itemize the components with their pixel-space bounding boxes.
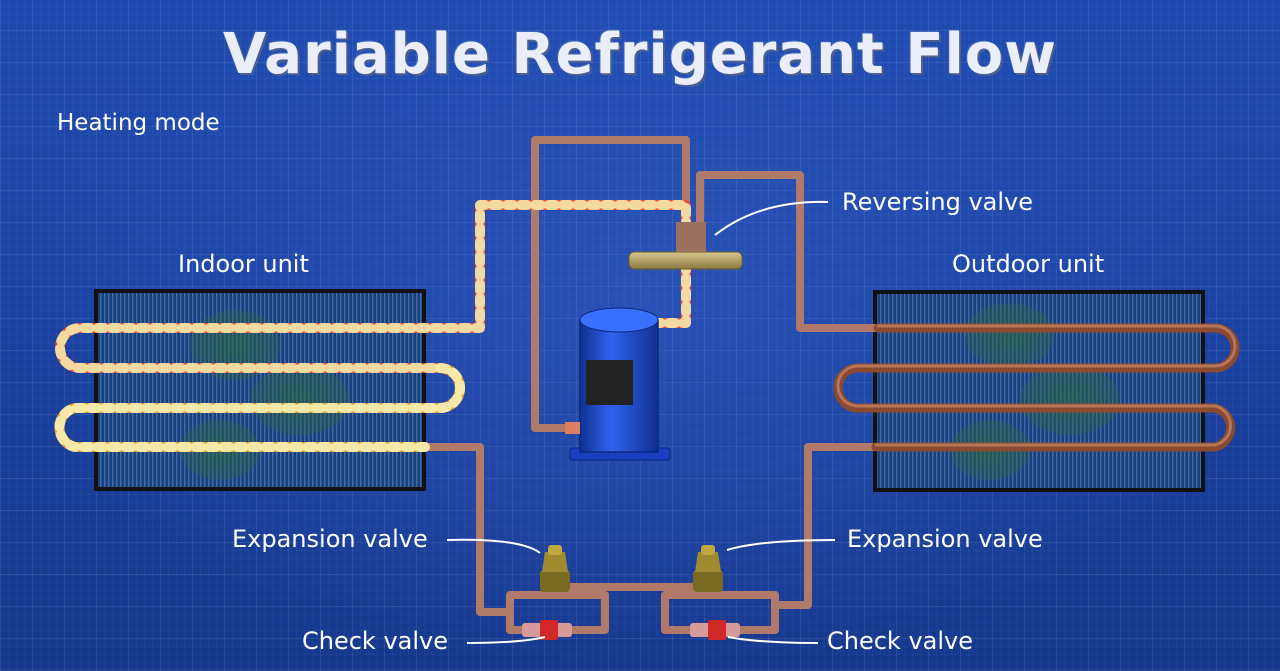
expansion-valve-right-label: Expansion valve bbox=[847, 525, 1043, 553]
mode-label: Heating mode bbox=[57, 110, 220, 136]
outdoor-fan-icon bbox=[950, 303, 1120, 480]
indoor-unit bbox=[94, 289, 426, 491]
check-valve-left-leader bbox=[466, 636, 546, 644]
check-valve-right-label: Check valve bbox=[827, 627, 974, 655]
check-valve-right-icon bbox=[690, 620, 740, 640]
diagram-title: Variable Refrigerant Flow bbox=[223, 22, 1057, 87]
indoor-unit-label: Indoor unit bbox=[178, 250, 309, 278]
leader-lines bbox=[446, 200, 836, 644]
copper-piping bbox=[421, 136, 882, 634]
hot-discharge-pipe bbox=[54, 200, 691, 452]
reversing-valve-label: Reversing valve bbox=[842, 188, 1033, 216]
check-valve-right-leader bbox=[727, 636, 819, 644]
indoor-liquid-pipe bbox=[421, 443, 514, 616]
outdoor-liquid-pipe bbox=[776, 443, 880, 609]
left-valve-loop bbox=[506, 591, 609, 634]
outdoor-unit-label: Outdoor unit bbox=[952, 250, 1105, 278]
check-valve-left-label: Check valve bbox=[302, 627, 449, 655]
compressor bbox=[565, 307, 671, 461]
expansion-valve-left-icon bbox=[540, 545, 570, 592]
right-valve-loop bbox=[661, 591, 779, 634]
suction-pipe bbox=[531, 136, 690, 432]
reversing-valve bbox=[628, 222, 743, 270]
check-valve-left-icon bbox=[522, 620, 572, 640]
expansion-valve-right-icon bbox=[693, 545, 723, 592]
reversing-valve-leader bbox=[714, 200, 829, 236]
outdoor-unit bbox=[873, 290, 1205, 492]
expansion-valve-right-leader bbox=[726, 539, 836, 551]
expansion-valve-left-leader bbox=[446, 538, 541, 554]
compressor-label-plate bbox=[586, 360, 633, 405]
outdoor-gas-pipe bbox=[696, 171, 882, 332]
expansion-valve-left-label: Expansion valve bbox=[232, 525, 428, 553]
